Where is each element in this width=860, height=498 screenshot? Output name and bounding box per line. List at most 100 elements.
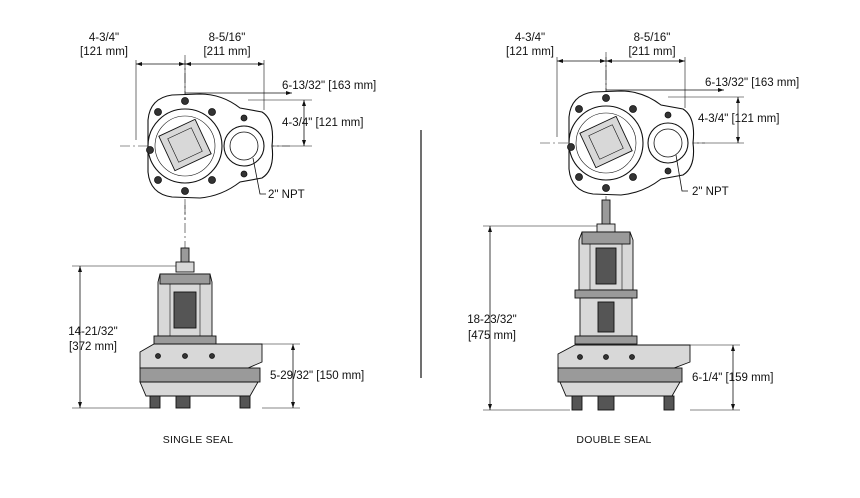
bolt-icon [629, 354, 635, 360]
arrowhead [731, 404, 735, 410]
single-dim-top-inch: 8-5/16" [209, 32, 246, 44]
npt-leader-line [675, 154, 688, 192]
junction-box [158, 118, 212, 172]
double-height-mm: [475 mm] [468, 330, 516, 342]
junction-box-cover [588, 124, 624, 160]
double-dim-left-mm: [121 mm] [506, 46, 554, 58]
double-dim-top-inch: 8-5/16" [634, 32, 671, 44]
bolt-icon [664, 111, 672, 119]
bolt-icon [182, 353, 188, 359]
arrowhead [557, 59, 563, 63]
single-npt-label: 2" NPT [268, 189, 305, 201]
bolt-icon [664, 167, 672, 175]
single-dim-left-inch: 4-3/4" [89, 32, 119, 44]
double-dim-discharge-spacing: 4-3/4" [121 mm] [698, 113, 779, 125]
bolt-icon [575, 105, 583, 113]
pump-leg [597, 395, 615, 411]
bolt-icon [602, 184, 610, 192]
arrowhead [258, 62, 264, 66]
single-seal-side-view [72, 205, 300, 409]
arrowhead [302, 140, 306, 146]
discharge-port-circle [229, 131, 259, 161]
seal-flange [574, 289, 638, 299]
bolt-icon [154, 108, 162, 116]
discharge-port-circle [653, 128, 683, 158]
motor-cap [159, 273, 211, 285]
double-seal-side-view [483, 199, 740, 411]
double-seal-caption: DOUBLE SEAL [576, 434, 651, 446]
single-dim-left-mm: [121 mm] [80, 46, 128, 58]
single-dim-discharge-spacing: 4-3/4" [121 mm] [282, 117, 363, 129]
arrowhead [679, 59, 685, 63]
bolt-icon [603, 354, 609, 360]
motor-inner-ring [154, 115, 216, 177]
double-dim-discharge-offset: 6-13/32" [163 mm] [705, 77, 799, 89]
bolt-icon [208, 108, 216, 116]
arrowhead [136, 62, 142, 66]
single-height-mm: [372 mm] [69, 341, 117, 353]
bolt-icon [181, 97, 189, 105]
single-seal-caption: SINGLE SEAL [163, 434, 233, 446]
motor-flange [574, 335, 638, 345]
cable-grip [175, 261, 195, 273]
motor-inner-ring [575, 112, 637, 174]
pump-leg [239, 395, 251, 409]
arrowhead [78, 402, 82, 408]
arrowhead [488, 226, 492, 232]
bolt-icon [209, 353, 215, 359]
arrowhead [606, 59, 612, 63]
junction-box [579, 115, 633, 169]
single-seal-top-view [120, 55, 312, 220]
arrowhead [600, 59, 606, 63]
arrowhead [291, 344, 295, 350]
double-height-inch: 18-23/32" [467, 314, 516, 326]
motor-shadow [173, 291, 197, 329]
bolt-icon [240, 170, 248, 178]
bolt-icon [575, 173, 583, 181]
bolt-icon [181, 187, 189, 195]
bolt-icon [577, 354, 583, 360]
arrowhead [179, 62, 185, 66]
bolt-icon [602, 94, 610, 102]
motor-cap [581, 231, 631, 245]
pump-leg [175, 395, 191, 409]
bolt-icon [629, 105, 637, 113]
bolt-icon [208, 176, 216, 184]
double-npt-label: 2" NPT [692, 186, 729, 198]
arrowhead [736, 97, 740, 103]
motor-shadow [595, 247, 617, 285]
arrowhead [718, 88, 724, 92]
bolt-icon [240, 114, 248, 122]
single-base-height: 5-29/32" [150 mm] [270, 370, 364, 382]
arrowhead [736, 137, 740, 143]
double-seal-top-view [540, 52, 744, 215]
double-base-height: 6-1/4" [159 mm] [692, 372, 773, 384]
bolt-icon [146, 146, 154, 154]
bolt-icon [155, 353, 161, 359]
arrowhead [78, 266, 82, 272]
pump-leg [571, 395, 583, 411]
single-height-inch: 14-21/32" [68, 326, 117, 338]
bolt-icon [629, 173, 637, 181]
pump-leg [149, 395, 161, 409]
single-dim-top-mm: [211 mm] [203, 46, 250, 58]
double-dim-top-mm: [211 mm] [628, 46, 675, 58]
volute-base [139, 381, 259, 397]
volute-body [139, 367, 261, 383]
seal-shadow [597, 301, 615, 333]
single-dim-discharge-offset: 6-13/32" [163 mm] [282, 80, 376, 92]
volute-body [557, 367, 683, 383]
volute-base [559, 381, 681, 397]
bolt-icon [154, 176, 162, 184]
motor-flange [153, 335, 217, 345]
arrowhead [291, 402, 295, 408]
double-dim-left-inch: 4-3/4" [515, 32, 545, 44]
junction-box-cover [167, 127, 203, 163]
pump-leg [663, 395, 675, 411]
arrowhead [731, 345, 735, 351]
arrowhead [488, 404, 492, 410]
arrowhead [302, 100, 306, 106]
arrowhead [185, 62, 191, 66]
arrowhead [286, 91, 292, 95]
